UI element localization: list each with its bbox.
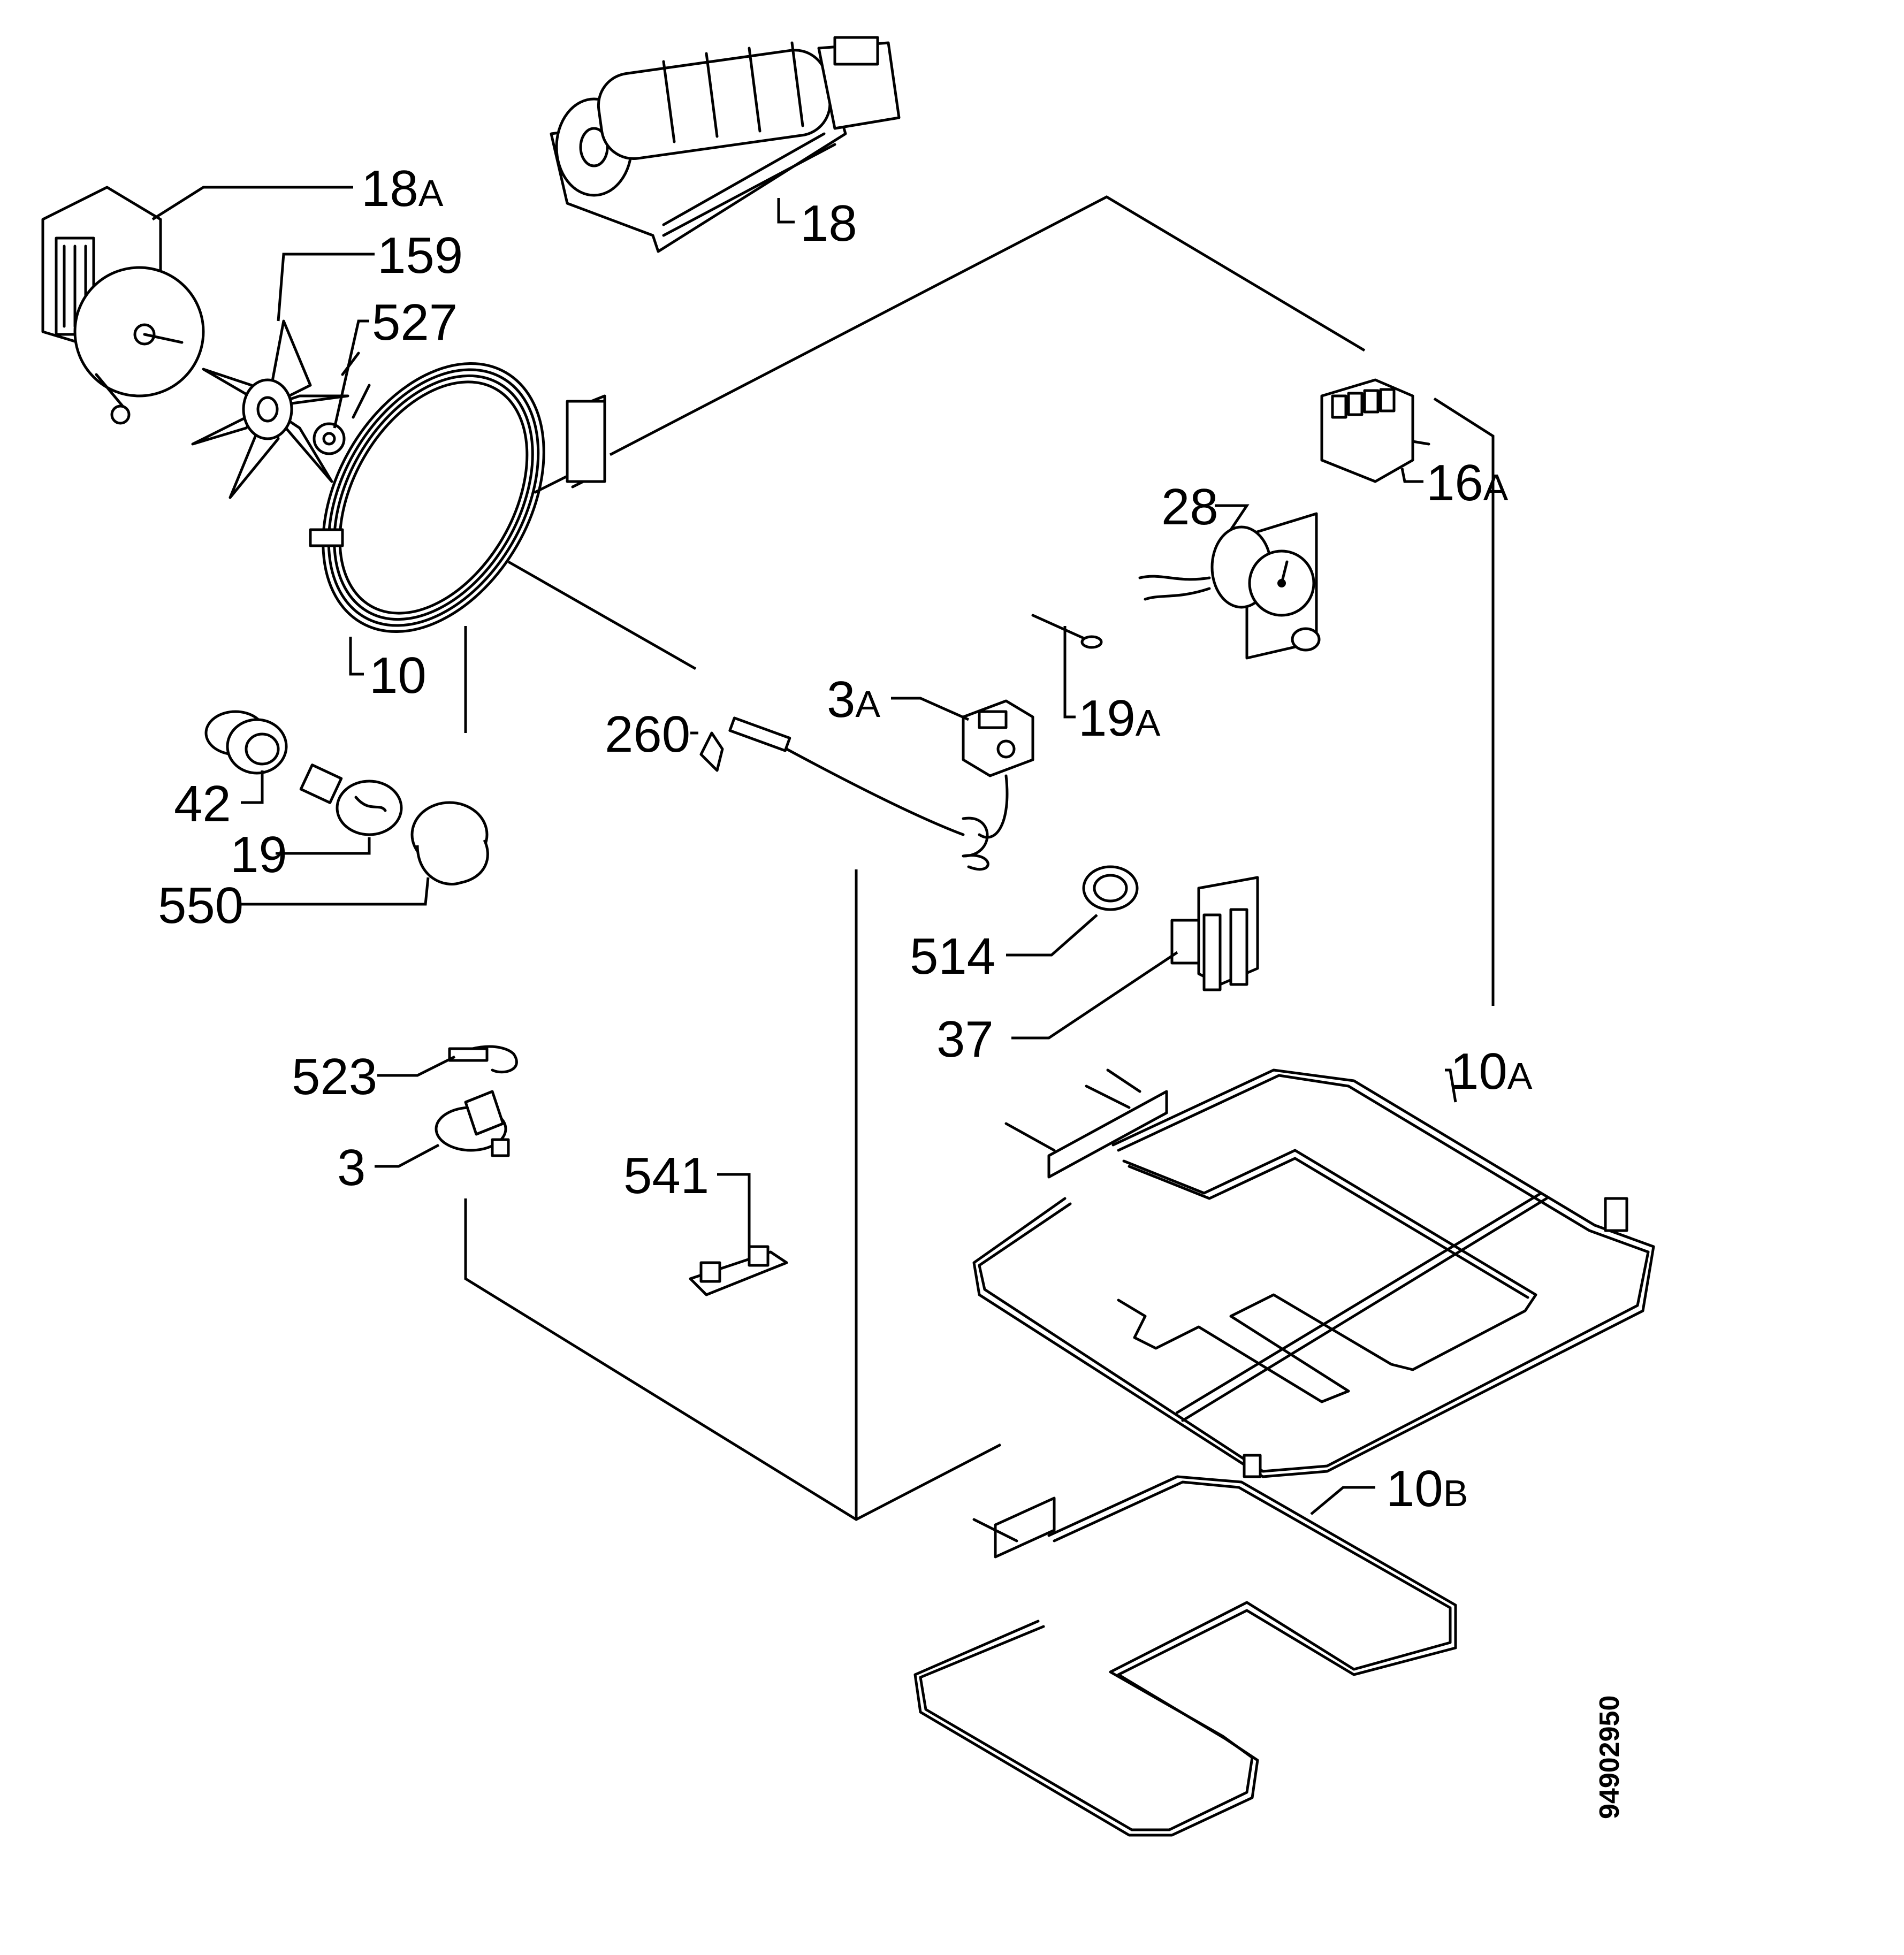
part-3a-thermostat (962, 699, 1034, 871)
part-159-fan-blade (191, 319, 349, 499)
label-3: 3 (337, 1139, 365, 1196)
part-514-grommet (1082, 865, 1139, 911)
label-3a: 3A (827, 671, 880, 728)
part-523-clip (448, 1045, 518, 1074)
part-16a-terminal-block (1320, 378, 1430, 483)
part-527-nut (313, 352, 371, 455)
document-number: 94902950 (1594, 1696, 1625, 1819)
part-28-timer (1138, 512, 1321, 660)
label-42: 42 (174, 775, 231, 833)
label-260: 260 (605, 706, 690, 763)
part-10b-bottom-element (913, 1475, 1457, 1837)
label-523: 523 (292, 1048, 377, 1105)
part-18a-fan-motor (41, 186, 205, 425)
label-18: 18 (800, 195, 857, 252)
part-541-connector (689, 1245, 788, 1296)
part-19a-lamp (1031, 614, 1103, 649)
label-527: 527 (372, 294, 458, 351)
part-3-thermal-fuse (435, 1090, 510, 1157)
cabinet-outline (464, 195, 1495, 1521)
label-19a: 19A (1078, 690, 1161, 747)
label-19: 19 (230, 826, 287, 883)
part-260-probe (699, 716, 965, 836)
part-550-lamp-cover (410, 801, 489, 885)
part-18-tangential-fan (550, 36, 901, 253)
part-10a-grill-element (972, 1068, 1655, 1478)
label-541: 541 (623, 1147, 709, 1204)
label-10b: 10B (1386, 1460, 1468, 1517)
part-labels: 18A 18 159 527 10 16A 28 19A 3A 260 42 1… (158, 160, 1533, 1517)
label-10a: 10A (1450, 1043, 1533, 1100)
label-28: 28 (1161, 478, 1218, 536)
part-10-circular-element (309, 362, 606, 633)
leader-lines (151, 186, 1457, 1515)
part-19-lamp (299, 763, 403, 836)
label-37: 37 (936, 1011, 994, 1068)
label-10: 10 (369, 647, 427, 704)
part-37-switch (1170, 876, 1259, 991)
label-514: 514 (910, 928, 995, 985)
label-550: 550 (158, 877, 243, 934)
label-159: 159 (377, 227, 463, 284)
part-42-lamp-holder (204, 710, 288, 775)
label-18a: 18A (361, 160, 444, 217)
label-16a: 16A (1426, 454, 1509, 511)
